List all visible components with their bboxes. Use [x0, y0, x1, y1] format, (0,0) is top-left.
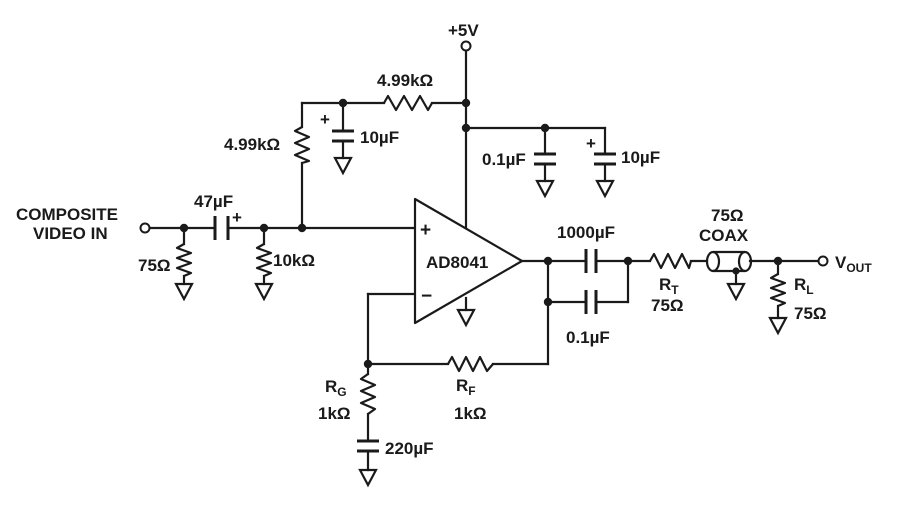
c-dec-big-label: 10µF	[621, 148, 660, 167]
vout-label: VOUT	[835, 253, 872, 275]
junction-dots	[179, 98, 783, 369]
r-bias-high-label: 4.99kΩ	[224, 135, 280, 154]
input-label-line2: VIDEO IN	[33, 224, 108, 243]
resistor-10k	[255, 243, 273, 278]
ground-icon	[595, 179, 615, 199]
coax-value-label: 75Ω	[711, 206, 744, 225]
opamp-plus-sign: +	[420, 220, 431, 241]
capacitor-0-1uf-decouple	[534, 152, 556, 166]
resistor-rl	[769, 273, 787, 308]
r-in-label: 75Ω	[138, 256, 171, 275]
ground-icon	[726, 282, 746, 302]
rt-label: RT	[659, 275, 679, 297]
resistors	[175, 94, 787, 415]
resistor-75-input	[175, 243, 193, 278]
ground-icon	[254, 282, 274, 302]
r-bias-top-label: 4.99kΩ	[377, 71, 433, 90]
c-out-big-label: 1000µF	[557, 223, 615, 242]
opamp-label: AD8041	[426, 253, 488, 272]
ground-icon	[333, 156, 353, 176]
ground-symbols	[174, 156, 788, 488]
labels: +5V COMPOSITE VIDEO IN 75Ω 47µF + 10kΩ 4…	[16, 21, 872, 458]
input-label-line1: COMPOSITE	[16, 205, 118, 224]
resistor-4-99k-bias	[293, 126, 311, 165]
capacitors	[213, 129, 616, 453]
ground-icon	[456, 308, 476, 328]
c-bias-polarity: +	[320, 110, 330, 129]
c-dec-small-label: 0.1µF	[482, 150, 526, 169]
input-terminal	[139, 222, 151, 234]
rl-value-label: 75Ω	[794, 304, 827, 323]
c-dec-big-polarity: +	[586, 134, 596, 153]
capacitor-0-1uf-output	[584, 290, 598, 314]
ground-icon	[768, 316, 788, 336]
ground-icon	[174, 282, 194, 302]
capacitor-1000uf	[584, 249, 598, 273]
rg-value-label: 1kΩ	[318, 404, 351, 423]
r-bias-low-label: 10kΩ	[273, 251, 315, 270]
rl-label: RL	[794, 275, 814, 297]
resistor-rt	[649, 252, 693, 270]
rt-value-label: 75Ω	[651, 296, 684, 315]
output-terminal	[817, 255, 829, 267]
capacitor-220uf	[357, 439, 379, 453]
c-gain-label: 220µF	[385, 439, 434, 458]
supply-terminal	[460, 40, 472, 52]
supply-label: +5V	[448, 21, 479, 40]
resistor-rf	[447, 355, 494, 373]
rf-label: RF	[456, 376, 476, 398]
ground-icon	[535, 179, 555, 199]
capacitor-10uf-decouple	[594, 152, 616, 166]
capacitor-47uf	[213, 216, 230, 240]
opamp-minus-sign: −	[421, 286, 432, 307]
coax-symbol	[705, 250, 753, 273]
c-bias-label: 10µF	[360, 128, 399, 147]
resistor-rg	[359, 373, 377, 415]
coax-label: COAX	[699, 226, 749, 245]
c-in-polarity: +	[232, 208, 242, 227]
rg-label: RG	[325, 377, 347, 399]
resistor-4-99k-top	[383, 94, 433, 112]
c-out-small-label: 0.1µF	[566, 328, 610, 347]
terminals	[139, 40, 829, 267]
rf-value-label: 1kΩ	[454, 404, 487, 423]
ground-icon	[358, 468, 378, 488]
opamp-ad8041: + − AD8041	[413, 197, 524, 325]
c-in-label: 47µF	[194, 192, 233, 211]
capacitor-10uf-bias	[332, 129, 354, 143]
